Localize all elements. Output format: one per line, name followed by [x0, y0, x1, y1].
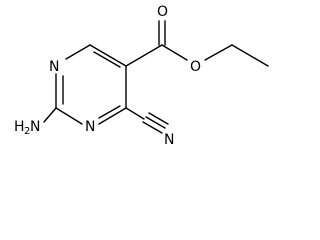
- amine-nitrogen-label: N: [30, 119, 40, 135]
- amino-group: [43, 107, 57, 123]
- ethyl-ester-group: [125, 20, 269, 67]
- carbonyl-oxygen-label: O: [157, 4, 168, 20]
- nitrile-group: [125, 107, 169, 134]
- bond-triple-2: [142, 121, 163, 134]
- amine-hydrogen-label: H: [14, 119, 25, 135]
- bond-c5-carbonyl-c: [125, 44, 163, 67]
- bond-c6-c5-double: [93, 51, 121, 68]
- bond-c4-nitrile-c: [125, 107, 145, 120]
- bond-c6-c5-single: [89, 44, 127, 67]
- bond-triple-3: [148, 112, 169, 125]
- pyrimidine-ring: [55, 44, 127, 125]
- bond-c4-n3-single: [98, 107, 127, 125]
- bond-triple-1: [145, 116, 166, 129]
- ring-nitrogen-top-label: N: [49, 59, 59, 75]
- bond-carbonyl-c-ester-o: [161, 44, 188, 61]
- chemical-structure-diagram: N N O O H 2 N N: [14, 4, 269, 148]
- bond-ch2-ch3: [231, 44, 269, 67]
- bond-n1-c6: [65, 44, 91, 60]
- amine-subscript-label: 2: [24, 126, 30, 137]
- bond-c2-amine-n: [43, 107, 57, 123]
- bond-c4-n3-double: [98, 105, 121, 119]
- bond-n3-c2: [55, 107, 83, 125]
- ester-oxygen-label: O: [190, 59, 201, 75]
- nitrile-nitrogen-label: N: [164, 132, 174, 148]
- ring-nitrogen-bottom-label: N: [85, 119, 95, 135]
- bond-ester-o-ch2: [204, 44, 233, 61]
